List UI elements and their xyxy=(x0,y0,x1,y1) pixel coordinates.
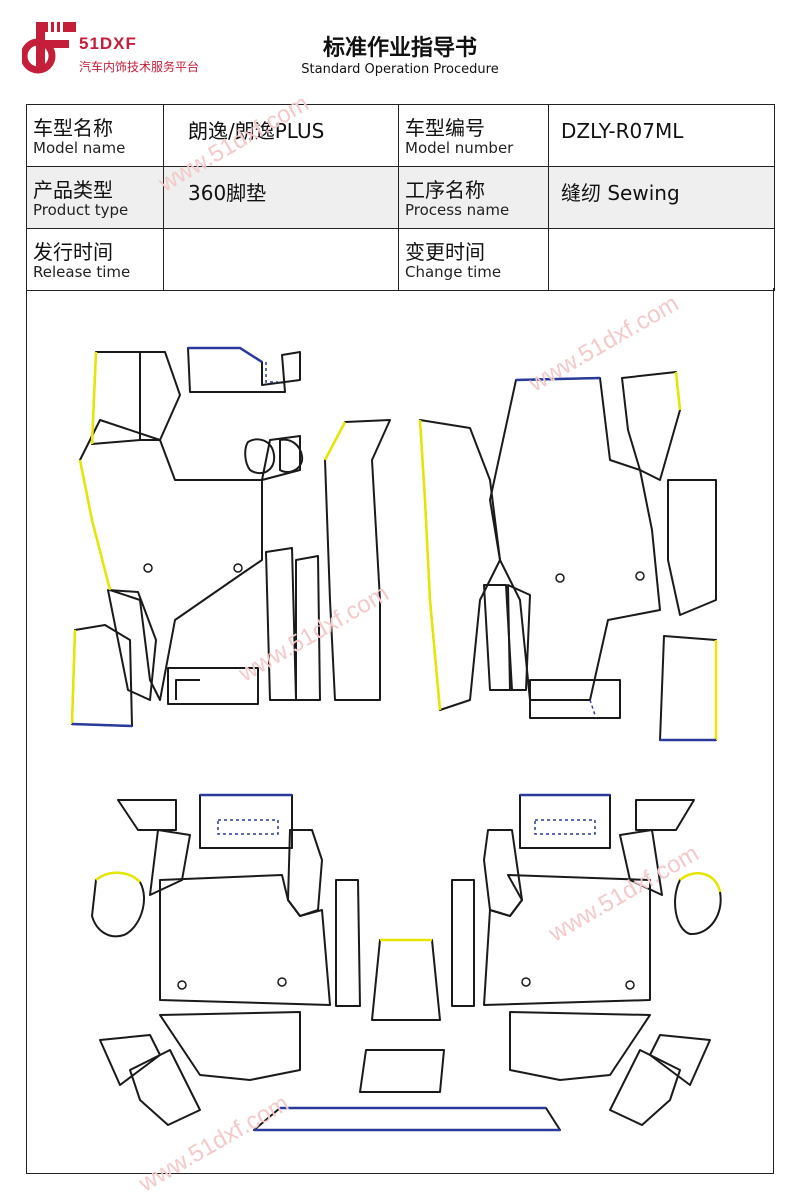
page-header: 51DXF 汽车内饰技术服务平台 标准作业指导书 Standard Operat… xyxy=(0,0,800,100)
product-type-value: 360脚垫 xyxy=(163,166,399,229)
document-subtitle: Standard Operation Procedure xyxy=(301,62,499,77)
document-title: 标准作业指导书 xyxy=(322,36,477,61)
brand-name: 51DXF xyxy=(79,34,137,53)
release-time-value xyxy=(163,228,399,291)
pattern-outlines xyxy=(71,347,722,1131)
brand-tagline: 汽车内饰技术服务平台 xyxy=(79,60,200,74)
brand-logo xyxy=(22,22,76,74)
dashed-seam-marks xyxy=(217,362,597,835)
model-name-value: 朗逸/朗逸PLUS xyxy=(163,104,399,167)
yellow-edge-marks xyxy=(70,351,722,942)
model-number-value: DZLY-R07ML xyxy=(548,104,775,167)
blue-edge-marks xyxy=(71,346,716,1132)
change-time-value xyxy=(548,228,775,291)
pattern-drawing-frame xyxy=(26,288,774,1174)
clip-holes xyxy=(143,563,645,990)
